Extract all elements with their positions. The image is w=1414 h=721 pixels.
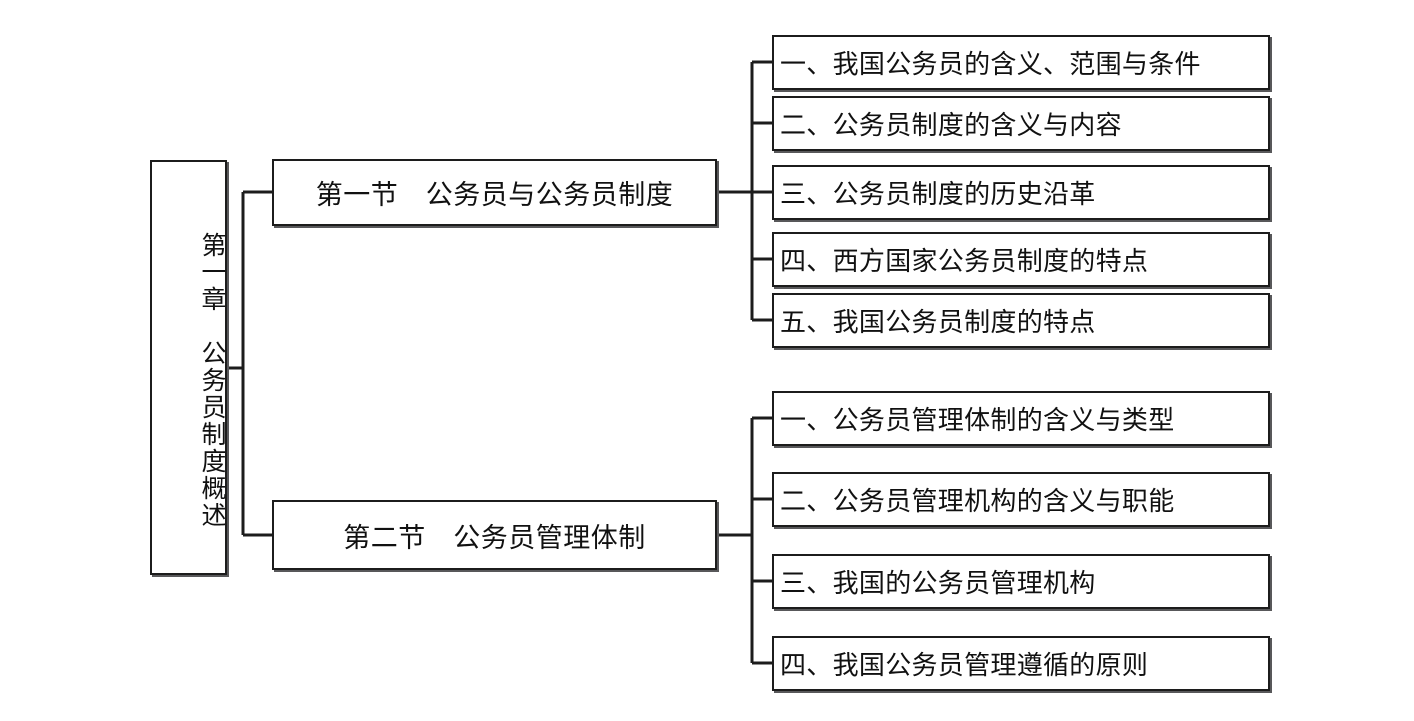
root-node[interactable]: 第一章 公务员制度概述: [150, 160, 227, 575]
leaf-node-1-5[interactable]: 五、我国公务员制度的特点: [772, 293, 1270, 348]
root-node-label: 第一章 公务员制度概述: [198, 232, 227, 529]
section-node-1[interactable]: 第一节 公务员与公务员制度: [272, 159, 717, 226]
leaf-node-1-4-label: 四、西方国家公务员制度的特点: [780, 247, 1149, 277]
leaf-node-1-1[interactable]: 一、我国公务员的含义、范围与条件: [772, 35, 1270, 90]
leaf-node-1-2[interactable]: 二、公务员制度的含义与内容: [772, 96, 1270, 151]
leaf-node-1-4[interactable]: 四、西方国家公务员制度的特点: [772, 232, 1270, 287]
leaf-node-1-3-label: 三、公务员制度的历史沿革: [780, 180, 1096, 210]
leaf-node-1-2-label: 二、公务员制度的含义与内容: [780, 111, 1122, 141]
leaf-node-2-3[interactable]: 三、我国的公务员管理机构: [772, 554, 1270, 609]
leaf-node-2-4-label: 四、我国公务员管理遵循的原则: [780, 651, 1149, 681]
leaf-node-2-2[interactable]: 二、公务员管理机构的含义与职能: [772, 472, 1270, 527]
leaf-node-2-2-label: 二、公务员管理机构的含义与职能: [780, 487, 1175, 517]
section-node-1-label: 第一节 公务员与公务员制度: [315, 180, 674, 211]
leaf-node-1-1-label: 一、我国公务员的含义、范围与条件: [780, 50, 1201, 80]
leaf-node-1-3[interactable]: 三、公务员制度的历史沿革: [772, 165, 1270, 220]
section-node-2[interactable]: 第二节 公务员管理体制: [272, 500, 717, 570]
leaf-node-2-3-label: 三、我国的公务员管理机构: [780, 569, 1096, 599]
leaf-node-2-1-label: 一、公务员管理体制的含义与类型: [780, 406, 1175, 436]
leaf-node-2-1[interactable]: 一、公务员管理体制的含义与类型: [772, 391, 1270, 446]
section-node-2-label: 第二节 公务员管理体制: [343, 522, 646, 554]
leaf-node-2-4[interactable]: 四、我国公务员管理遵循的原则: [772, 636, 1270, 691]
leaf-node-1-5-label: 五、我国公务员制度的特点: [780, 308, 1096, 338]
